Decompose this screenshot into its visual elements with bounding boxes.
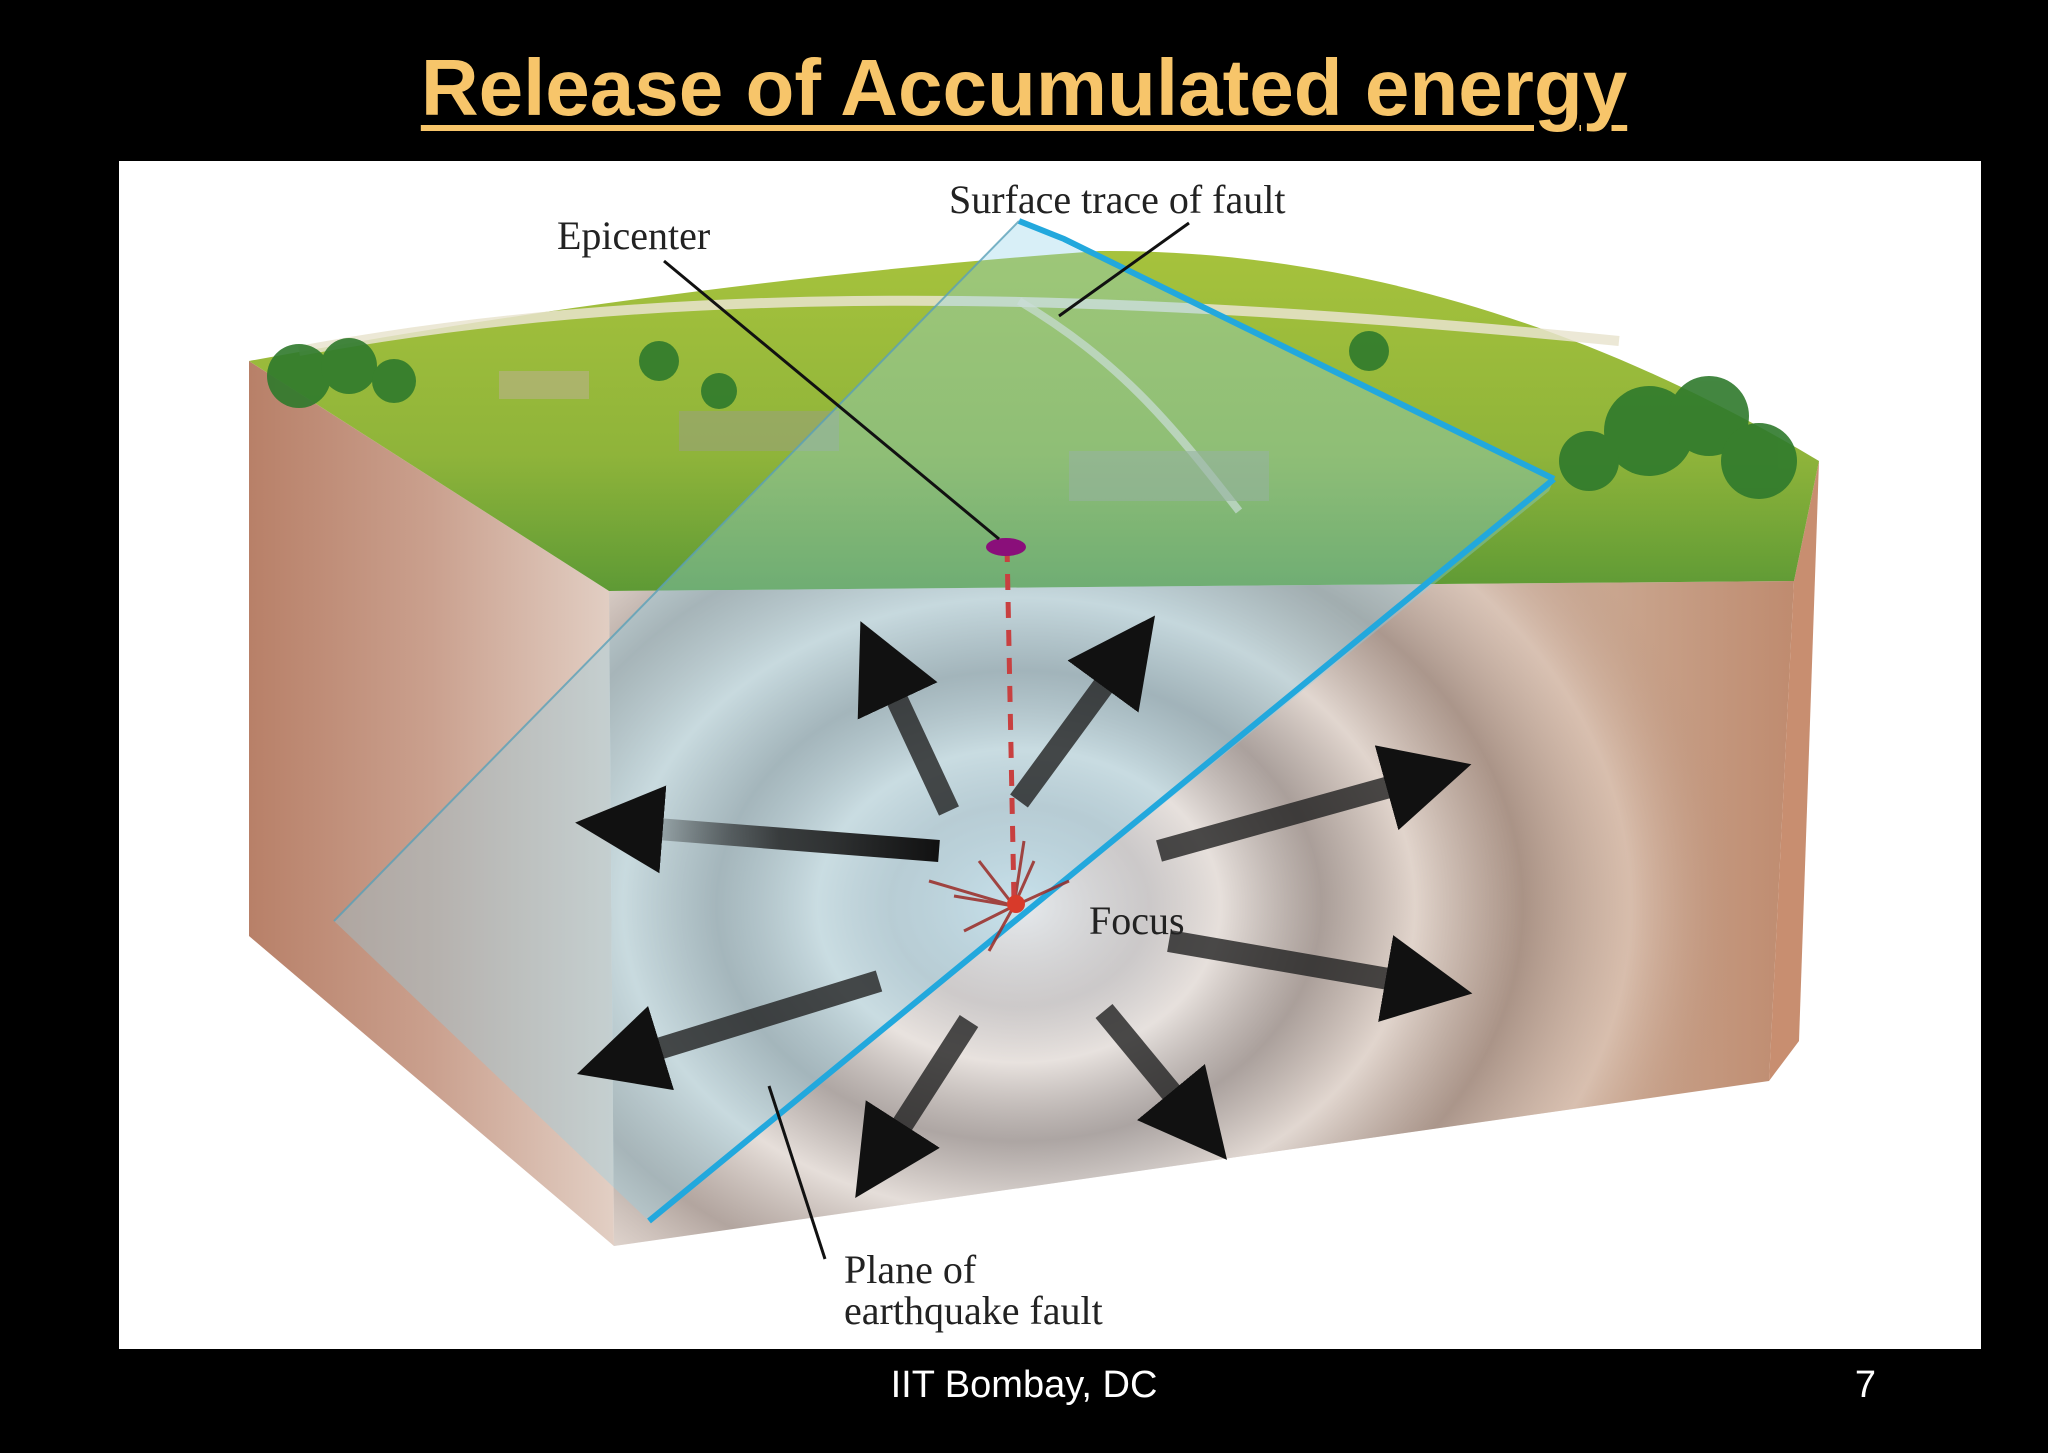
fault-plane bbox=[334, 221, 1554, 1221]
ground-surface bbox=[249, 250, 1819, 591]
slide-title: Release of Accumulated energy bbox=[420, 43, 1628, 132]
focus-marker bbox=[1007, 895, 1025, 913]
epicenter-leader bbox=[663, 259, 1000, 541]
block-left-face bbox=[249, 361, 614, 1246]
epicenter-focus-line bbox=[1004, 545, 1017, 902]
fault-plane-leader bbox=[767, 1085, 827, 1260]
page-number: 7 bbox=[1854, 1364, 1876, 1406]
surface-trace-label: Surface trace of fault bbox=[949, 177, 1285, 222]
epicenter-marker bbox=[986, 538, 1026, 556]
fault-plane-label-line2: earthquake fault bbox=[844, 1288, 1103, 1333]
seismic-wave-arrows bbox=[575, 615, 1473, 1199]
footer-source: IIT Bombay, DC bbox=[890, 1364, 1158, 1406]
earthquake-diagram: Epicenter Surface trace of fault Focus P… bbox=[119, 161, 1981, 1349]
fault-plane-edge bbox=[1017, 218, 1556, 482]
focus-label: Focus bbox=[1089, 898, 1185, 943]
fault-plane-label-line1: Plane of bbox=[844, 1247, 977, 1292]
epicenter-label: Epicenter bbox=[557, 213, 710, 258]
surface-trace-leader bbox=[1058, 221, 1190, 318]
rupture-cracks bbox=[928, 840, 1070, 952]
